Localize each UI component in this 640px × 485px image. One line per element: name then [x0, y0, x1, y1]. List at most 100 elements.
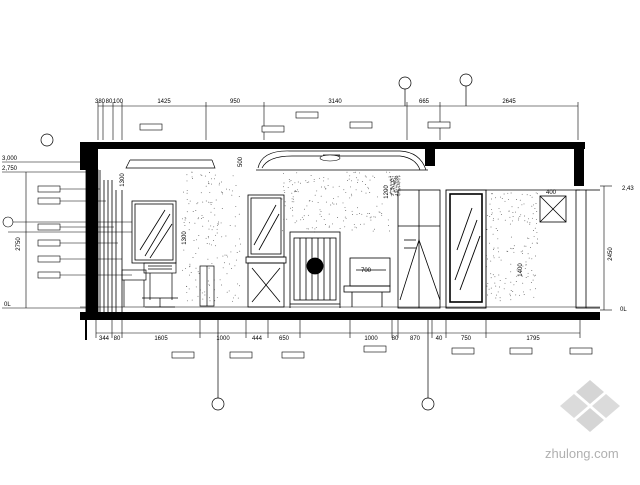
texture-dot — [221, 191, 222, 193]
texture-dot — [184, 219, 186, 221]
texture-dot — [497, 247, 499, 249]
texture-dot — [238, 196, 240, 198]
texture-dot — [209, 191, 211, 193]
texture-dot — [214, 214, 216, 216]
texture-dot — [357, 182, 359, 184]
texture-dot — [390, 189, 392, 191]
texture-dot — [325, 188, 327, 190]
texture-dot — [508, 210, 510, 212]
texture-dot — [227, 256, 228, 258]
texture-dot — [487, 294, 489, 296]
texture-dot — [531, 217, 533, 219]
texture-dot — [306, 205, 308, 207]
texture-dot — [386, 171, 387, 173]
texture-dot — [394, 181, 396, 183]
texture-dot — [526, 221, 528, 223]
texture-dot — [303, 208, 305, 210]
texture-dot — [211, 178, 213, 180]
dim-top-5: 950 — [230, 99, 241, 105]
texture-dot — [319, 213, 321, 215]
texture-dot — [191, 176, 193, 178]
texture-dot — [216, 296, 218, 298]
texture-dot — [214, 300, 216, 302]
texture-dot — [493, 247, 495, 249]
texture-dot — [527, 253, 529, 255]
dim-bottom-4: 1000 — [216, 336, 230, 342]
dim-bottom-2: 80 — [114, 336, 121, 342]
texture-dot — [296, 220, 298, 222]
texture-dot — [284, 205, 286, 207]
texture-dot — [523, 245, 525, 247]
texture-dot — [507, 192, 509, 194]
texture-dot — [202, 201, 204, 203]
texture-dot — [512, 216, 514, 218]
texture-dot — [533, 235, 535, 237]
texture-dot — [513, 245, 515, 247]
texture-dot — [535, 203, 537, 204]
texture-dot — [342, 202, 344, 204]
texture-dot — [501, 198, 503, 200]
texture-dot — [210, 225, 212, 227]
texture-dot — [537, 238, 539, 240]
texture-dot — [195, 279, 197, 281]
texture-dot — [376, 196, 378, 198]
texture-dot — [392, 177, 394, 179]
dim-bottom-6: 650 — [279, 336, 290, 342]
grid-axis-bubbles-bottom — [211, 320, 435, 411]
texture-dot — [299, 182, 301, 184]
texture-dot — [496, 294, 497, 296]
texture-dot — [498, 251, 499, 253]
texture-dot — [381, 203, 383, 205]
dim-ceiling-drop: 500 — [238, 156, 244, 167]
texture-dot — [188, 203, 190, 205]
texture-dot — [202, 298, 204, 300]
texture-dot — [497, 238, 499, 240]
texture-dot — [493, 249, 494, 250]
texture-dot — [191, 171, 193, 173]
texture-dot — [302, 218, 304, 220]
texture-dot — [519, 199, 521, 201]
texture-dot — [204, 294, 206, 296]
texture-dot — [498, 274, 500, 276]
texture-dot — [320, 211, 322, 212]
texture-dot — [512, 212, 514, 214]
texture-dot — [189, 274, 190, 276]
texture-dot — [367, 186, 369, 188]
texture-dot — [490, 226, 492, 228]
texture-dot — [529, 289, 531, 291]
texture-dot — [527, 275, 529, 277]
texture-dot — [192, 211, 194, 212]
texture-dot — [393, 190, 395, 191]
texture-dot — [316, 190, 318, 192]
texture-dot — [489, 215, 491, 217]
bottom-dimension-chain — [95, 320, 581, 338]
texture-dot — [512, 248, 514, 250]
texture-dot — [314, 194, 316, 196]
texture-dot — [504, 282, 506, 284]
texture-dot — [390, 184, 392, 186]
texture-dot — [207, 220, 209, 222]
texture-dot — [231, 268, 233, 270]
texture-dot — [393, 184, 394, 186]
texture-dot — [325, 187, 327, 189]
texture-dot — [291, 206, 293, 208]
texture-dot — [287, 186, 289, 188]
texture-dot — [536, 222, 538, 224]
texture-dot — [395, 189, 397, 190]
texture-dot — [534, 274, 536, 276]
texture-dot — [509, 223, 511, 225]
texture-dot — [325, 201, 327, 203]
texture-dot — [193, 240, 195, 242]
texture-dot — [292, 215, 294, 217]
texture-dot — [392, 188, 394, 190]
texture-dot — [235, 259, 237, 261]
texture-dot — [389, 192, 391, 194]
texture-dot — [332, 202, 334, 204]
texture-dot — [490, 260, 492, 262]
texture-dot — [516, 269, 518, 271]
texture-dot — [390, 189, 392, 191]
texture-dot — [294, 191, 296, 192]
texture-dot — [396, 186, 397, 188]
texture-dot — [392, 180, 394, 182]
